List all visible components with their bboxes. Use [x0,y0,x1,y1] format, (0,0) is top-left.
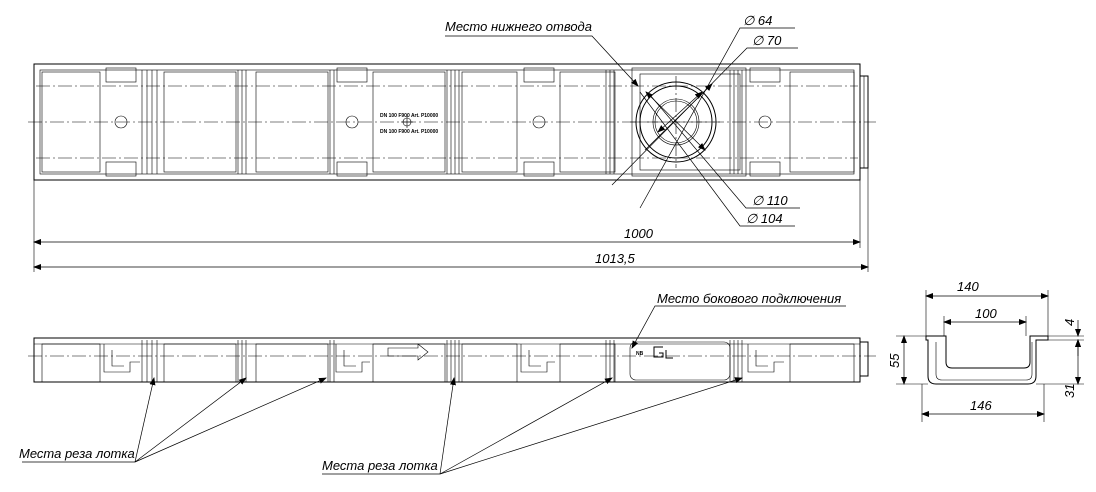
flow-arrow-icon [387,343,429,361]
dia-70-label: ∅ 70 [752,33,782,48]
cut-leaders-left [22,377,327,463]
top-view: DN 100 F900 Art. P10000 DN 100 F900 Art.… [28,13,876,272]
nb-mark: NB [636,351,644,357]
side-segments [41,340,855,383]
cut-label-right: Места реза лотка [322,458,438,473]
bottom-outlet-label: Место нижнего отвода [445,19,592,34]
dim-1000-label: 1000 [624,226,654,241]
dim-100-label: 100 [975,306,997,321]
top-segments [41,67,855,177]
dim-55-label: 55 [887,353,902,368]
dia-104-label: ∅ 104 [746,211,783,226]
side-connection-leader [631,305,846,349]
dim-4-label: 4 [1062,319,1077,326]
side-connection-label: Место бокового подключения [657,291,841,306]
dia-110-label: ∅ 110 [752,193,788,208]
diameter-leaders [611,27,800,227]
logo-mark-icon [653,346,673,359]
section-profile [925,335,1049,385]
cut-leaders-right [322,377,743,475]
marking-text-2: DN 100 F900 Art. P10000 [380,129,438,135]
dia-64-label: ∅ 64 [743,13,772,28]
section-view: 140 100 146 55 4 31 [887,279,1084,422]
dim-140-label: 140 [957,279,979,294]
marking-text-1: DN 100 F900 Art. P10000 [380,113,438,119]
dim-146-label: 146 [970,398,992,413]
bottom-outlet-leader [445,35,639,87]
dim-1013-label: 1013,5 [595,251,636,266]
cut-label-left: Места реза лотка [19,446,135,461]
side-view: NB Место бокового подключения Места реза… [19,291,876,475]
dim-31-label: 31 [1062,384,1077,398]
